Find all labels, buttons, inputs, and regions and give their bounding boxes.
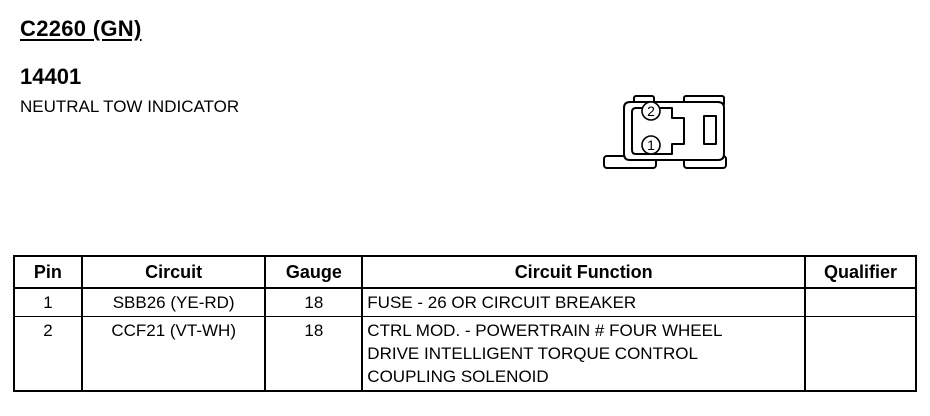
function-cell: FUSE - 26 OR CIRCUIT BREAKER — [361, 288, 807, 317]
gauge-cell: 18 — [264, 288, 364, 317]
function-cell: CTRL MOD. - POWERTRAIN # FOUR WHEEL DRIV… — [361, 316, 807, 392]
table-row: 1 SBB26 (YE-RD) 18 FUSE - 26 OR CIRCUIT … — [13, 288, 917, 317]
part-description: NEUTRAL TOW INDICATOR — [20, 97, 240, 116]
pin-1-label: 1 — [647, 137, 655, 153]
pin-2-label: 2 — [647, 103, 655, 119]
column-header-circuit: Circuit — [80, 255, 267, 289]
pin-2-marker: 2 — [641, 101, 661, 121]
circuit-cell: CCF21 (VT-WH) — [80, 316, 267, 392]
column-header-pin: Pin — [13, 255, 83, 289]
table-row: 2 CCF21 (VT-WH) 18 CTRL MOD. - POWERTRAI… — [13, 316, 917, 392]
pinout-table: Pin Circuit Gauge Circuit Function Quali… — [13, 255, 917, 392]
part-number: 14401 — [20, 64, 82, 89]
qualifier-cell — [804, 288, 917, 317]
pin-1-marker: 1 — [641, 135, 661, 155]
connector-title: C2260 (GN) — [20, 16, 142, 41]
column-header-function: Circuit Function — [361, 255, 807, 289]
table-header-row: Pin Circuit Gauge Circuit Function Quali… — [13, 255, 917, 289]
column-header-qualifier: Qualifier — [804, 255, 917, 289]
pin-cell: 1 — [13, 288, 83, 317]
connector-face-diagram: 2 1 — [603, 95, 727, 169]
pin-cell: 2 — [13, 316, 83, 392]
gauge-cell: 18 — [264, 316, 364, 392]
column-header-gauge: Gauge — [264, 255, 364, 289]
connector-lock — [703, 115, 717, 145]
circuit-cell: SBB26 (YE-RD) — [80, 288, 267, 317]
qualifier-cell — [804, 316, 917, 392]
